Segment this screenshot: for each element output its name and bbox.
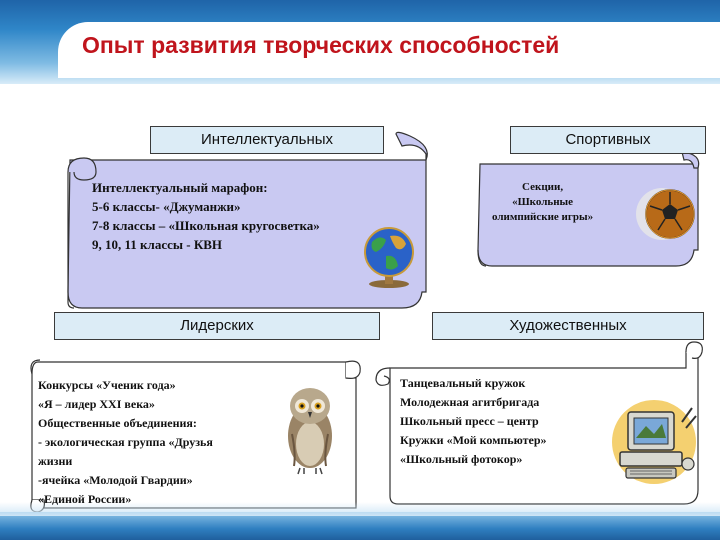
artistic-text: Танцевальный кружок Молодежная агитбрига… xyxy=(400,374,547,469)
leadership-line: Общественные объединения: xyxy=(38,416,197,430)
intellectual-line: 9, 10, 11 классы - КВН xyxy=(92,237,223,252)
leadership-line: Конкурсы «Ученик года» xyxy=(38,378,176,392)
sports-line: «Школьные xyxy=(512,196,574,208)
label-sports: Спортивных xyxy=(510,126,706,154)
sports-text: Секции, «Школьные олимпийские игры» xyxy=(492,180,593,225)
computer-icon xyxy=(612,400,697,484)
leadership-line: «Я – лидер XXI века» xyxy=(38,397,155,411)
footer-band xyxy=(0,502,720,540)
scroll-sports xyxy=(477,151,700,267)
owl-icon xyxy=(288,388,332,475)
artistic-line: «Школьный фотокор» xyxy=(400,452,523,466)
leadership-line: -ячейка «Молодой Гвардии» xyxy=(38,473,193,487)
leadership-text: Конкурсы «Ученик года» «Я – лидер XXI ве… xyxy=(38,376,213,509)
page-title: Опыт развития творческих способностей xyxy=(82,32,560,58)
artistic-line: Молодежная агитбригада xyxy=(400,395,540,409)
header-panel xyxy=(58,22,720,78)
label-leadership: Лидерских xyxy=(54,312,380,340)
sports-line: Секции, xyxy=(522,181,564,193)
artistic-line: Танцевальный кружок xyxy=(400,376,526,390)
label-artistic: Художественных xyxy=(432,312,704,340)
intellectual-line: 5-6 классы- «Джуманжи» xyxy=(92,199,241,214)
label-intellectual: Интеллектуальных xyxy=(150,126,384,154)
artistic-line: Школьный пресс – центр xyxy=(400,414,539,428)
soccer-ball-icon xyxy=(636,188,695,240)
scroll-intellectual xyxy=(67,131,428,309)
intellectual-line: 7-8 классы – «Школьная кругосветка» xyxy=(92,218,320,233)
leadership-line: жизни xyxy=(38,454,73,468)
intellectual-line: Интеллектуальный марафон: xyxy=(92,180,268,195)
artistic-line: Кружки «Мой компьютер» xyxy=(400,433,547,447)
globe-icon xyxy=(364,227,414,288)
sports-line: олимпийские игры» xyxy=(492,211,594,223)
leadership-line: - экологическая группа «Друзья xyxy=(38,435,213,449)
intellectual-text: Интеллектуальный марафон: 5-6 классы- «Д… xyxy=(92,178,320,254)
